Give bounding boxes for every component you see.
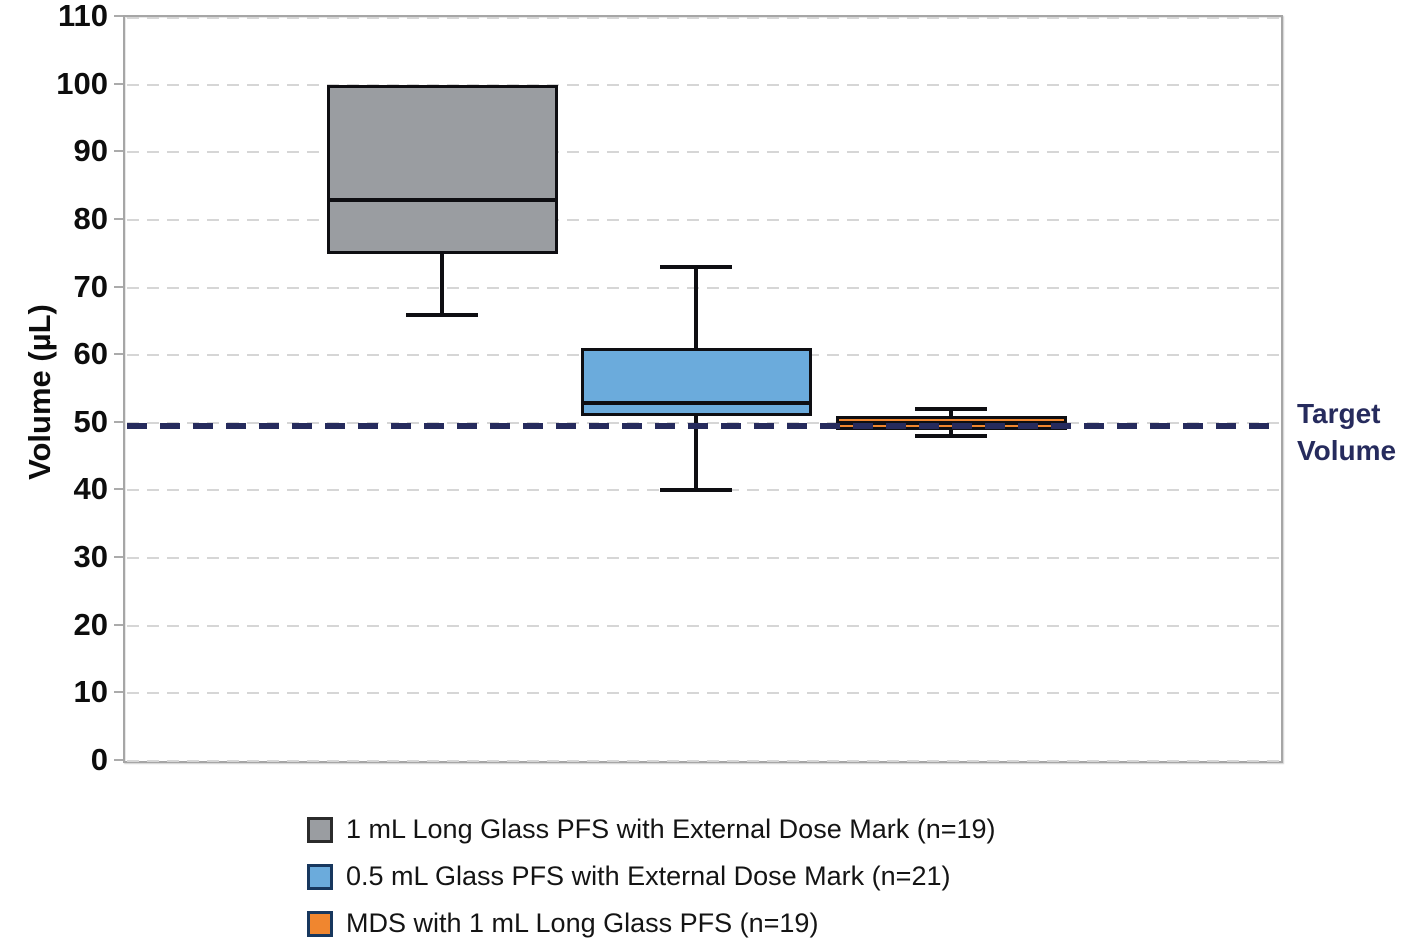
target-label-line2: Volume	[1297, 435, 1397, 466]
series-2-median	[583, 401, 809, 405]
y-tick-label-10: 10	[73, 674, 108, 709]
y-tick-label-40: 40	[73, 471, 108, 506]
gridline-0	[127, 760, 1279, 762]
y-tick-label-70: 70	[73, 269, 108, 304]
series-1-median	[329, 198, 555, 202]
series-1-lower-whisker	[440, 254, 444, 315]
series-1-lower-cap	[406, 313, 478, 317]
y-tick-mark-0	[114, 759, 123, 761]
gridline-30	[127, 557, 1279, 559]
y-tick-label-60: 60	[73, 336, 108, 371]
y-tick-mark-60	[114, 353, 123, 355]
legend: 1 mL Long Glass PFS with External Dose M…	[307, 806, 996, 947]
gridline-110	[127, 17, 1279, 19]
gridline-70	[127, 287, 1279, 289]
legend-item-3: MDS with 1 mL Long Glass PFS (n=19)	[307, 900, 996, 947]
y-tick-mark-100	[114, 83, 123, 85]
y-tick-label-30: 30	[73, 539, 108, 574]
series-2-upper-cap	[660, 265, 732, 269]
gridline-90	[127, 151, 1279, 153]
y-axis-title: Volume (µL)	[22, 304, 57, 480]
series-2-box	[580, 348, 812, 416]
target-volume-label: Target Volume	[1297, 395, 1396, 469]
plot-area	[123, 15, 1283, 763]
series-3-lower-cap	[915, 434, 987, 438]
series-3-upper-whisker	[949, 409, 953, 416]
legend-marker-2	[307, 863, 333, 890]
y-tick-label-0: 0	[90, 742, 108, 777]
y-tick-label-80: 80	[73, 201, 108, 236]
y-tick-label-100: 100	[56, 66, 108, 101]
y-tick-mark-10	[114, 691, 123, 693]
y-tick-mark-70	[114, 286, 123, 288]
legend-label-1: 1 mL Long Glass PFS with External Dose M…	[346, 814, 996, 844]
y-tick-label-110: 110	[57, 0, 108, 33]
y-tick-mark-30	[114, 556, 123, 558]
legend-item-2: 0.5 mL Glass PFS with External Dose Mark…	[307, 853, 996, 900]
target-label-line1: Target	[1297, 398, 1381, 429]
legend-label-2: 0.5 mL Glass PFS with External Dose Mark…	[346, 861, 951, 891]
series-3-upper-cap	[915, 407, 987, 411]
y-tick-mark-90	[114, 150, 123, 152]
series-2-lower-whisker	[694, 416, 698, 490]
legend-label-3: MDS with 1 mL Long Glass PFS (n=19)	[346, 908, 819, 938]
gridline-10	[127, 692, 1279, 694]
y-tick-label-50: 50	[73, 404, 108, 439]
y-tick-mark-20	[114, 624, 123, 626]
y-tick-label-90: 90	[73, 133, 108, 168]
series-2-lower-cap	[660, 488, 732, 492]
gridline-20	[127, 625, 1279, 627]
legend-marker-1	[307, 816, 333, 843]
series-3-lower-whisker	[949, 430, 953, 436]
y-tick-mark-80	[114, 218, 123, 220]
gridline-100	[127, 84, 1279, 86]
series-1-box	[326, 85, 558, 254]
y-tick-mark-110	[114, 15, 123, 17]
legend-marker-3	[307, 910, 333, 937]
y-tick-mark-40	[114, 488, 123, 490]
series-2-upper-whisker	[694, 267, 698, 348]
legend-item-1: 1 mL Long Glass PFS with External Dose M…	[307, 806, 996, 853]
target-volume-line	[127, 423, 1279, 429]
y-tick-label-20: 20	[73, 607, 108, 642]
gridline-80	[127, 219, 1279, 221]
y-tick-mark-50	[114, 421, 123, 423]
